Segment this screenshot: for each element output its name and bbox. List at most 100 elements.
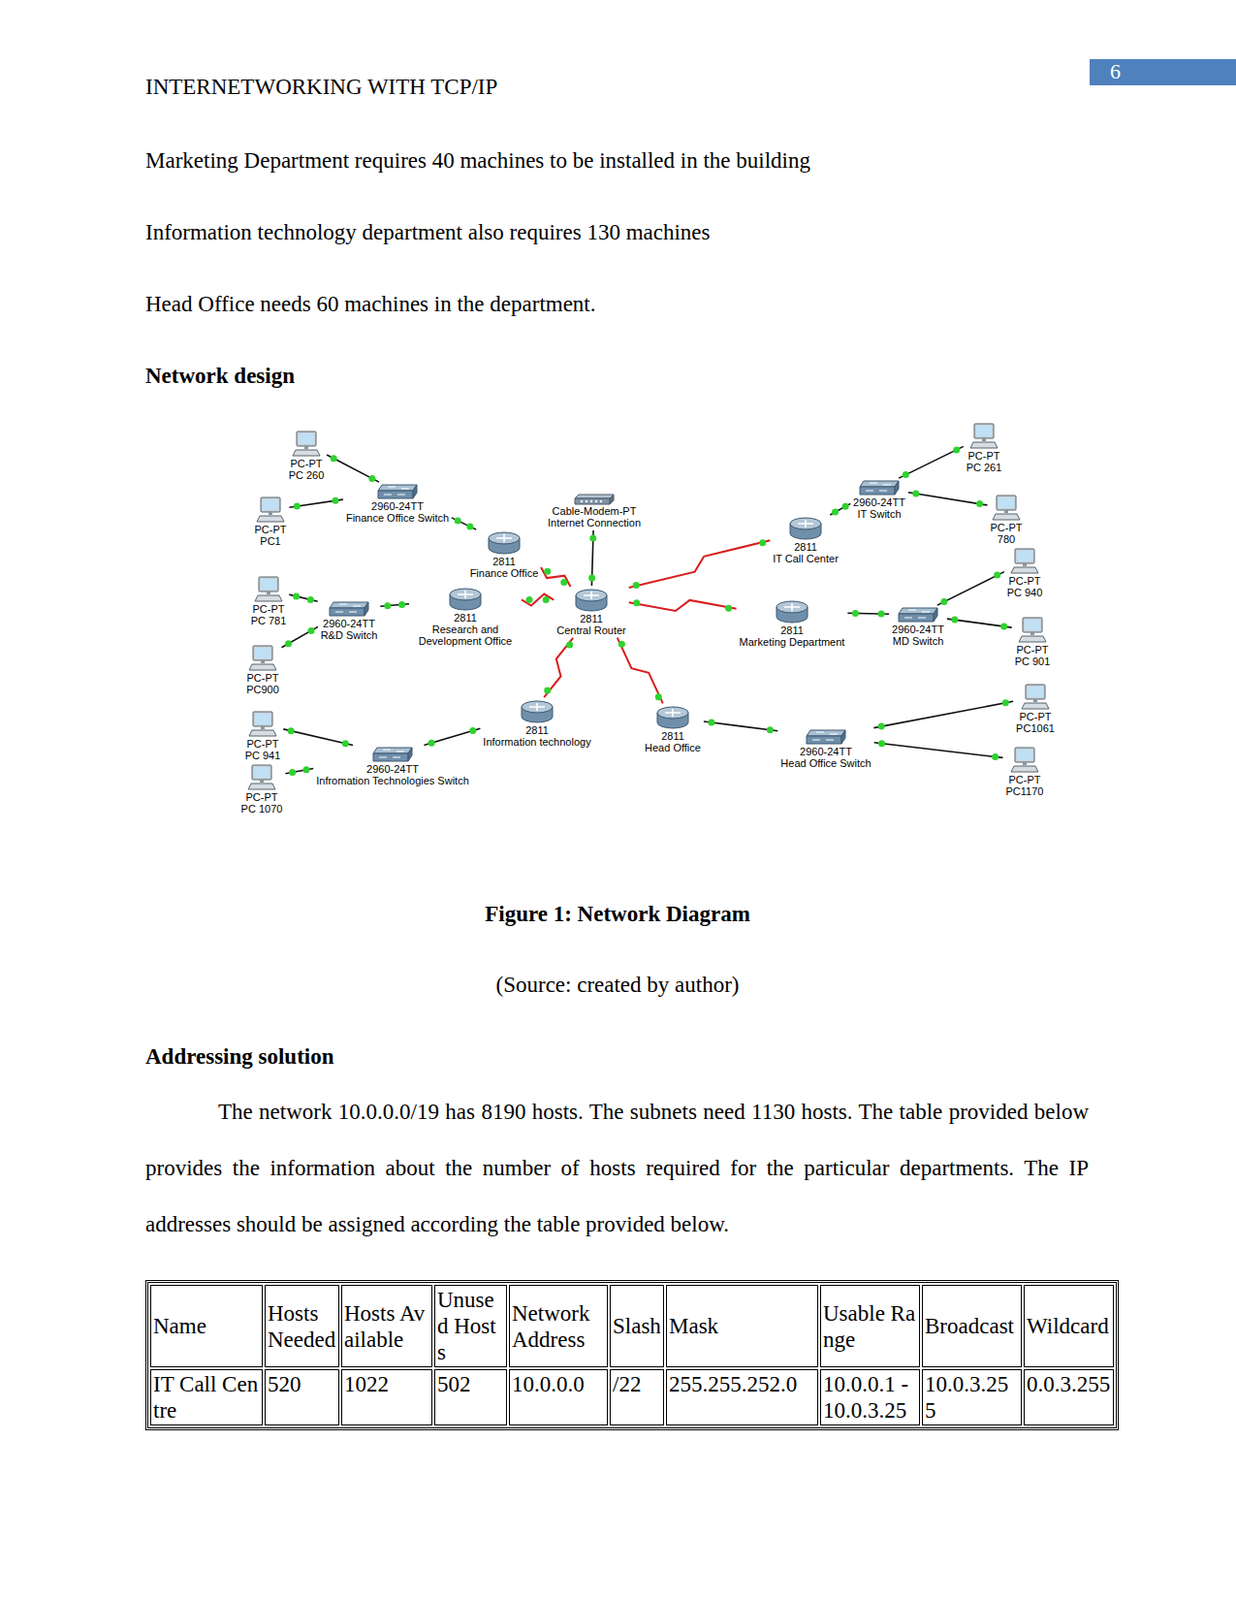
table-cell: 255.255.252.0 bbox=[665, 1368, 819, 1426]
ethernet-link bbox=[588, 530, 597, 586]
table-cell: 520 bbox=[264, 1368, 340, 1426]
network-device: 2811Head Office bbox=[643, 704, 702, 754]
device-label: Information technology bbox=[481, 735, 592, 748]
network-device: 2811Information technology bbox=[481, 698, 592, 748]
table-header-cell: Wildcard bbox=[1023, 1284, 1114, 1367]
table-cell: 10.0.3.255 bbox=[921, 1368, 1022, 1426]
cell-text: 10.0.0.0 bbox=[511, 1370, 605, 1397]
switch-icon bbox=[857, 478, 901, 497]
table-cell: 10.0.0.1 - 10.0.3.25 bbox=[820, 1368, 920, 1426]
device-label: 2811 bbox=[660, 729, 686, 742]
network-device: 2811Marketing Department bbox=[738, 599, 847, 648]
serial-link bbox=[543, 637, 573, 698]
device-label: PC-PT bbox=[245, 737, 280, 750]
page-number: 6 bbox=[1109, 58, 1121, 85]
ethernet-link bbox=[829, 503, 851, 516]
device-label: IT Call Center bbox=[771, 552, 840, 565]
router-icon bbox=[519, 698, 555, 725]
pc-icon bbox=[253, 575, 284, 603]
body-paragraph: The network 10.0.0.0/19 has 8190 hosts. … bbox=[145, 1083, 1089, 1253]
pc-icon bbox=[248, 644, 278, 672]
body-text: Marketing Department requires 40 machine… bbox=[145, 147, 811, 174]
cell-text: Slash bbox=[612, 1312, 662, 1339]
pc-icon bbox=[247, 763, 277, 792]
ethernet-link bbox=[288, 592, 317, 603]
serial-link bbox=[521, 594, 554, 606]
network-device: 2811IT Call Center bbox=[771, 515, 840, 565]
router-icon bbox=[788, 515, 824, 541]
device-label: PC 940 bbox=[1006, 586, 1045, 599]
device-label: Cable-Modem-PT bbox=[551, 505, 638, 517]
device-label: Head Office Switch bbox=[779, 757, 872, 769]
device-label: PC-PT bbox=[1008, 773, 1043, 786]
pc-icon bbox=[969, 422, 999, 450]
ethernet-link bbox=[289, 497, 344, 510]
device-label: Finance Office Switch bbox=[345, 511, 450, 524]
cell-text: Hosts Needed bbox=[267, 1299, 337, 1353]
section-heading: Addressing solution bbox=[145, 1043, 335, 1070]
pc-icon bbox=[991, 494, 1021, 522]
device-label: 2811 bbox=[578, 612, 604, 625]
device-label: 2960-24TT bbox=[321, 617, 377, 630]
device-label: 2960-24TT bbox=[365, 762, 420, 775]
cell-text: Wildcard bbox=[1026, 1312, 1111, 1339]
router-icon bbox=[573, 587, 609, 613]
ethernet-link bbox=[898, 445, 964, 478]
device-label: 780 bbox=[996, 533, 1016, 545]
device-label: PC-PT bbox=[245, 671, 280, 684]
device-label: 2960-24TT bbox=[852, 496, 907, 508]
device-label: PC 941 bbox=[244, 749, 283, 761]
table-header-cell: Name bbox=[150, 1284, 263, 1367]
cell-text: 10.0.0.1 - 10.0.3.25 bbox=[823, 1370, 918, 1424]
cell-text: Usable Range bbox=[823, 1299, 918, 1353]
device-label: 2811 bbox=[524, 724, 550, 736]
device-label: PC-PT bbox=[1014, 643, 1049, 656]
device-label: PC-PT bbox=[288, 457, 323, 470]
table-cell: 1022 bbox=[341, 1368, 433, 1426]
network-device: PC-PTPC1170 bbox=[1005, 746, 1046, 797]
network-device: 2960-24TTFinance Office Switch bbox=[345, 482, 450, 524]
device-label: 2960-24TT bbox=[798, 745, 854, 758]
cell-text: Unused Hosts bbox=[437, 1286, 505, 1365]
serial-link bbox=[540, 567, 571, 587]
table-cell: IT Call Centre bbox=[150, 1368, 263, 1426]
device-label: 2960-24TT bbox=[890, 623, 946, 635]
network-device: Cable-Modem-PTInternet Connection bbox=[546, 493, 642, 529]
network-device: 2960-24TTHead Office Switch bbox=[779, 728, 872, 769]
network-device: PC-PTPC 781 bbox=[250, 575, 288, 627]
device-label: PC 1070 bbox=[240, 802, 285, 815]
cell-text: 0.0.3.255 bbox=[1026, 1370, 1111, 1397]
network-device: PC-PTPC 261 bbox=[965, 422, 1004, 474]
table-header-cell: Mask bbox=[665, 1284, 819, 1367]
device-label: PC-PT bbox=[989, 521, 1024, 534]
network-device: PC-PTPC 260 bbox=[287, 430, 326, 481]
device-label: PC 261 bbox=[965, 461, 1004, 474]
network-device: PC-PT780 bbox=[989, 494, 1024, 545]
table-cell: 0.0.3.255 bbox=[1023, 1368, 1114, 1426]
switch-icon bbox=[376, 482, 419, 501]
table-header-cell: Unused Hosts bbox=[434, 1284, 508, 1367]
network-device: 2960-24TTMD Switch bbox=[890, 605, 946, 647]
table-cell: /22 bbox=[609, 1368, 665, 1426]
network-device: 2960-24TTR&D Switch bbox=[319, 600, 380, 641]
ethernet-link bbox=[282, 626, 318, 647]
device-label: MD Switch bbox=[891, 634, 946, 647]
cell-text: IT Call Centre bbox=[153, 1370, 260, 1424]
device-label: Research and Development Office bbox=[411, 623, 520, 647]
cell-text: 10.0.3.255 bbox=[924, 1370, 1019, 1424]
switch-icon bbox=[371, 745, 414, 763]
switch-icon bbox=[327, 600, 371, 618]
device-label: 2811 bbox=[779, 624, 805, 636]
device-label: PC-PT bbox=[245, 791, 280, 803]
network-device: 2960-24TTIT Switch bbox=[852, 478, 907, 520]
device-label: R&D Switch bbox=[319, 629, 380, 641]
device-label: 2811 bbox=[452, 611, 478, 624]
ethernet-link bbox=[937, 571, 1005, 606]
figure-caption: Figure 1: Network Diagram bbox=[484, 900, 751, 927]
network-device: 2811Finance Office bbox=[469, 530, 540, 579]
router-icon bbox=[486, 530, 522, 556]
table-header-cell: Hosts Needed bbox=[264, 1284, 340, 1367]
pc-icon bbox=[291, 430, 321, 458]
device-label: 2960-24TT bbox=[370, 500, 425, 512]
device-label: Finance Office bbox=[469, 567, 540, 579]
